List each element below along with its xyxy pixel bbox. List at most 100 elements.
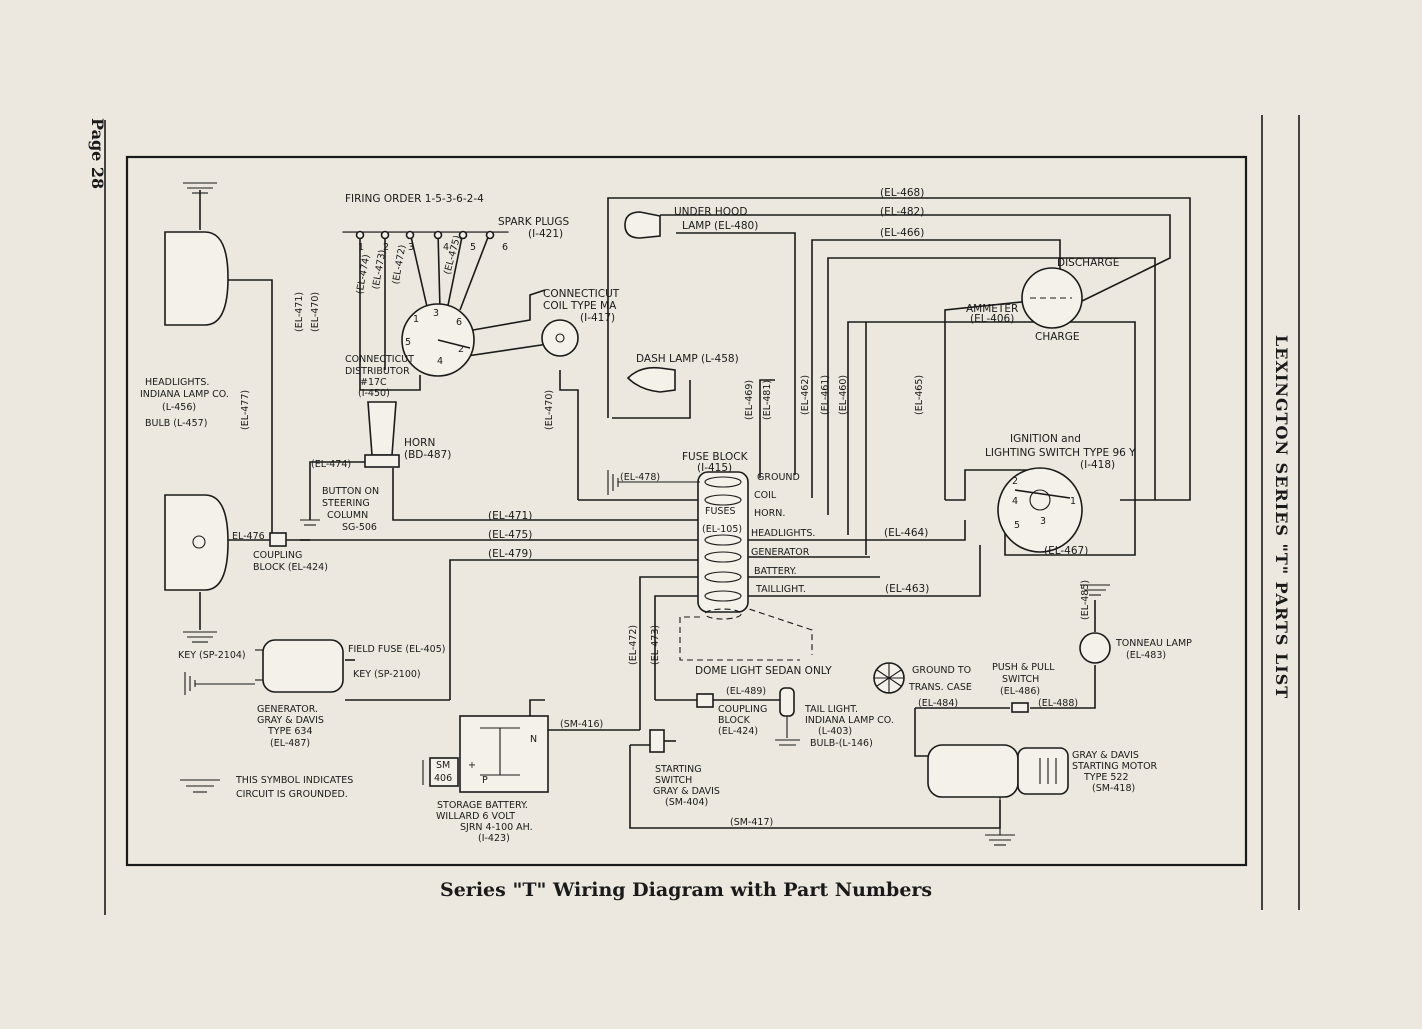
terminal-taillight: TAILLIGHT. — [755, 584, 806, 595]
wire-el481: (EL-481) — [762, 380, 773, 420]
ignition-lighting-switch — [997, 467, 1083, 553]
tonneau-label-1: TONNEAU LAMP — [1115, 638, 1192, 649]
wire-el482: (EL-482) — [880, 206, 924, 218]
key-left-label: KEY (SP-2104) — [178, 650, 246, 661]
distributor-pin-2: 2 — [458, 344, 464, 355]
wire-el474: (EL-474) — [311, 459, 351, 470]
generator-label-2: GRAY & DAVIS — [257, 715, 324, 726]
diagram-caption: Series "T" Wiring Diagram with Part Numb… — [440, 879, 932, 901]
wire-el462: (EL-462) — [800, 375, 811, 415]
wire-el465: (EL-465) — [914, 375, 925, 415]
diagram-frame — [125, 155, 1248, 867]
wire-el461: (EL-461) — [820, 375, 831, 415]
discharge-label: DISCHARGE — [1057, 257, 1119, 269]
plug-number-6: 6 — [502, 242, 508, 253]
plug-number-1: 1 — [358, 242, 364, 253]
under-hood-lamp — [624, 211, 661, 239]
horn-label-1: HORN — [404, 437, 435, 449]
coupling-rear-label-2: BLOCK — [718, 715, 751, 726]
headlights-label-3: (L-456) — [162, 402, 196, 413]
wire-sm416: (SM-416) — [560, 719, 603, 730]
push-pull-switch — [1011, 702, 1029, 713]
distributor-pin-5: 5 — [405, 337, 411, 348]
dome-light-label: DOME LIGHT SEDAN ONLY — [695, 665, 832, 677]
component-labels: FIRING ORDER 1-5-3-6-2-4 SPARK PLUGS (I-… — [140, 193, 1192, 844]
page-number: Page 28 — [88, 118, 107, 189]
ground-note-2: CIRCUIT IS GROUNDED. — [236, 789, 348, 800]
distributor-label-4: (I-450) — [358, 388, 390, 399]
fuse-block-label-2: (I-415) — [697, 462, 732, 474]
headlights-label-4: BULB (L-457) — [145, 418, 207, 429]
ignition-label-1: IGNITION and — [1010, 433, 1081, 445]
ammeter-label-1: AMMETER — [966, 303, 1018, 315]
ignition-coil — [541, 319, 579, 357]
generator-label-4: (EL-487) — [270, 738, 310, 749]
starting-switch — [649, 729, 676, 753]
terminal-horn: HORN. — [754, 508, 785, 519]
wire-el460: (EL-460) — [838, 375, 849, 415]
tail-light — [775, 687, 800, 746]
wire-el475-vertical: (EL-475) — [442, 234, 463, 276]
battery-p: P — [482, 775, 488, 786]
switch-pin-2: 2 — [1012, 476, 1018, 487]
distributor-pin-4: 4 — [437, 356, 443, 367]
side-title: LEXINGTON SERIES "T" PARTS LIST — [1272, 335, 1291, 699]
storage-battery — [422, 715, 549, 793]
wire-el471-vertical: (EL-471) — [294, 292, 305, 332]
coupling-label-1: COUPLING — [253, 550, 302, 561]
battery-sm: SM — [436, 760, 450, 771]
ammeter — [1021, 267, 1083, 329]
dash-lamp-label: DASH LAMP (L-458) — [636, 353, 739, 365]
wires — [199, 190, 1191, 829]
distributor-pin-1: 1 — [413, 314, 419, 325]
generator-label-3: TYPE 634 — [267, 726, 313, 737]
distributor-label-3: #17C — [360, 377, 387, 388]
terminal-ground: GROUND — [757, 472, 800, 483]
wire-el466: (EL-466) — [880, 227, 924, 239]
distributor-label-2: DISTRIBUTOR — [345, 366, 410, 377]
push-pull-label-2: SWITCH — [1002, 674, 1039, 685]
distributor-pin-6: 6 — [456, 317, 462, 328]
starter-label-3: TYPE 522 — [1083, 772, 1129, 783]
starter-label-1: GRAY & DAVIS — [1072, 750, 1139, 761]
button-label-2: STEERING — [322, 498, 370, 509]
tail-light-label-3: (L-403) — [818, 726, 852, 737]
distributor-pin-3: 3 — [433, 308, 439, 319]
headlight-bottom — [164, 494, 229, 643]
headlights-label-2: INDIANA LAMP CO. — [140, 389, 229, 400]
spark-plugs-pn: (I-421) — [528, 228, 563, 240]
battery-406: 406 — [434, 773, 452, 784]
battery-label-3: SJRN 4-100 AH. — [460, 822, 533, 833]
spark-plugs-label: SPARK PLUGS — [498, 216, 570, 228]
wire-el471: (EL-471) — [488, 510, 532, 522]
wire-el472-vertical: (EL-472) — [391, 244, 409, 285]
push-pull-label-1: PUSH & PULL — [992, 662, 1055, 673]
switch-pin-3: 3 — [1040, 516, 1046, 527]
wire-el485: (EL-485) — [1080, 580, 1091, 620]
terminal-generator: GENERATOR — [751, 547, 810, 558]
steering-button-ground — [300, 519, 320, 526]
ignition-label-2: LIGHTING SWITCH TYPE 96 Y — [985, 447, 1136, 459]
terminal-battery: BATTERY. — [754, 566, 797, 577]
wire-el479: (EL-479) — [488, 548, 532, 560]
dash-lamp — [626, 366, 676, 393]
coupling-block-front — [269, 532, 287, 547]
ammeter-label-2: (EL-406) — [970, 313, 1014, 325]
coil-label-1: CONNECTICUT — [543, 288, 620, 300]
wire-el469: (EL-469) — [744, 380, 755, 420]
coupling-block-rear — [696, 693, 714, 708]
fuse-block-label-1: FUSE BLOCK — [682, 451, 749, 463]
generator — [184, 639, 344, 695]
button-label-4: SG-506 — [342, 522, 377, 533]
button-label-1: BUTTON ON — [322, 486, 379, 497]
key-right-label: KEY (SP-2100) — [353, 669, 421, 680]
button-label-3: COLUMN — [327, 510, 368, 521]
wire-el489: (EL-489) — [726, 686, 766, 697]
wire-el488: (EL-488) — [1038, 698, 1078, 709]
distributor-label-1: CONNECTICUT — [345, 354, 414, 365]
wire-el468: (EL-468) — [880, 187, 924, 199]
headlights-label-1: HEADLIGHTS. — [145, 377, 209, 388]
starter-label-2: STARTING MOTOR — [1072, 761, 1158, 772]
fuses-label-2: (EL-105) — [702, 524, 742, 535]
